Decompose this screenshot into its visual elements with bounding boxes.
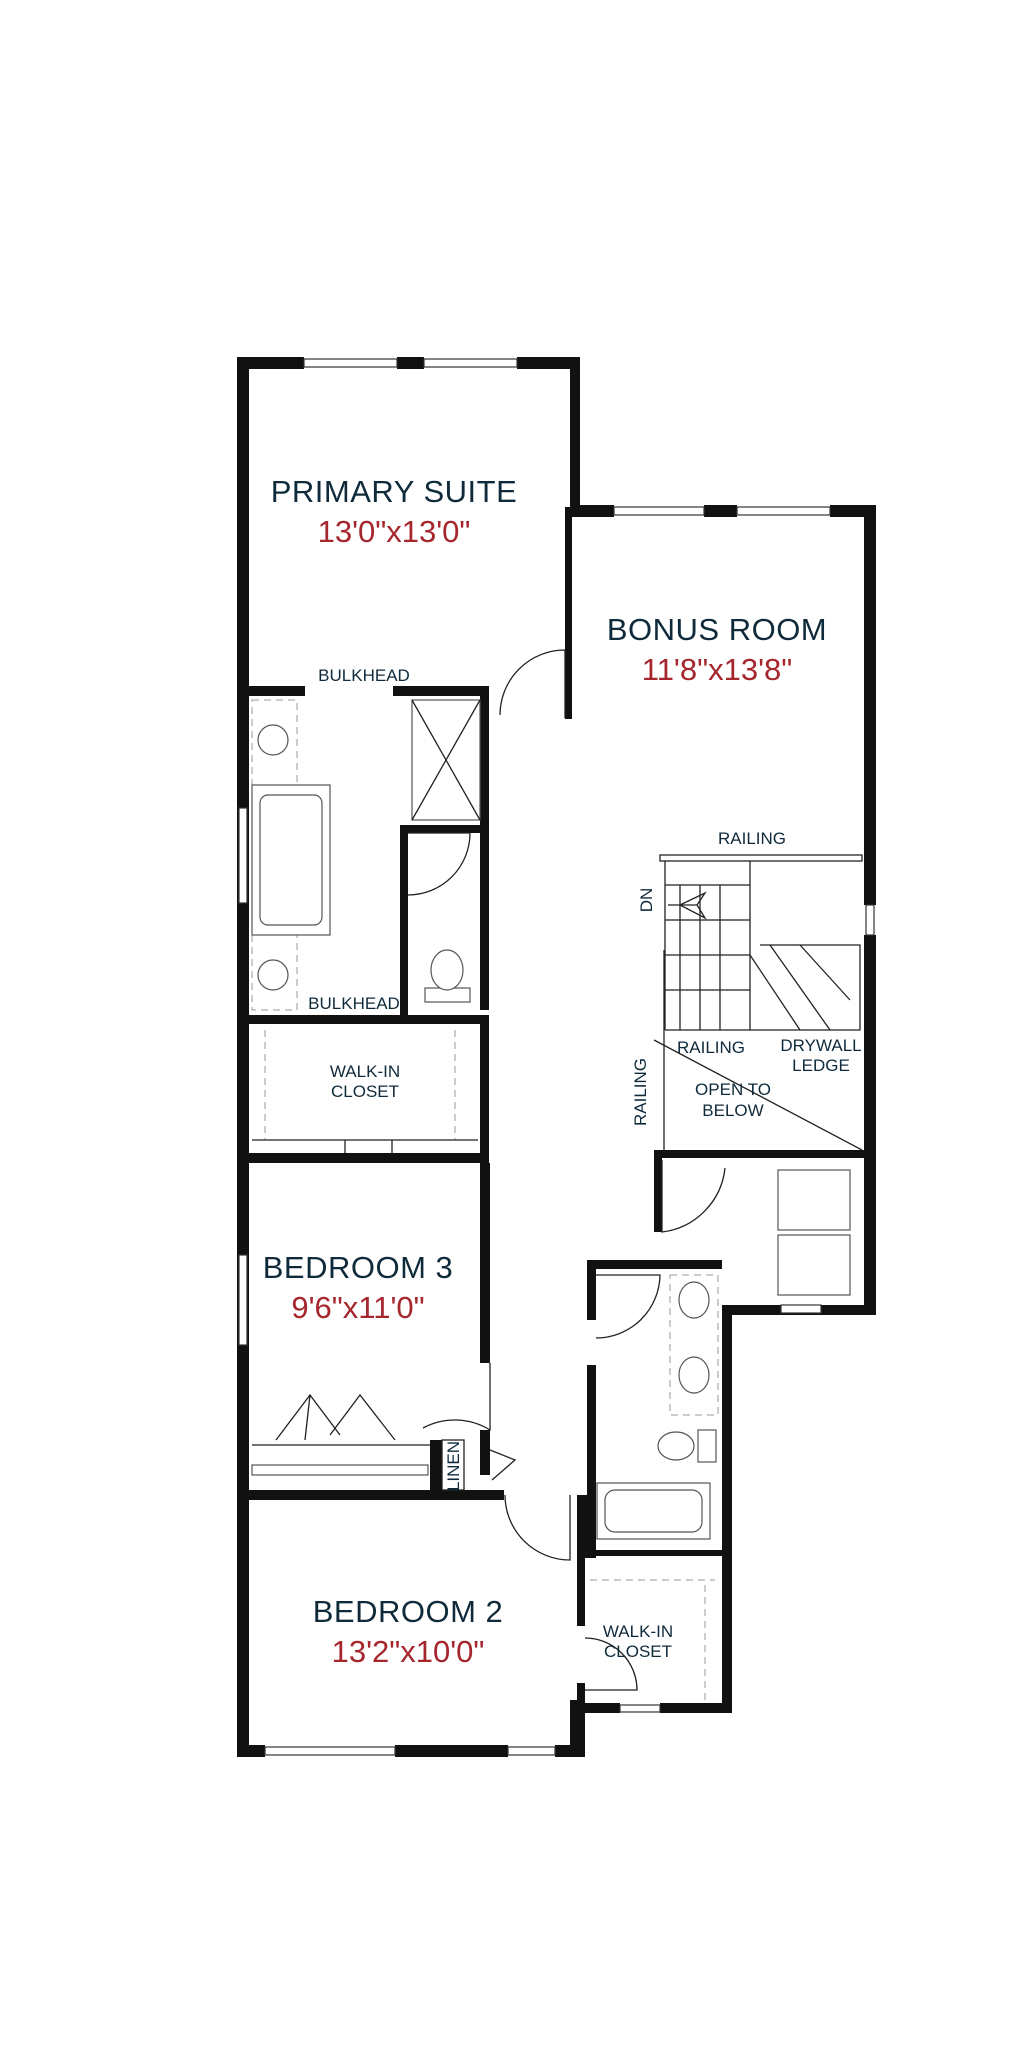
- stairs: [653, 854, 863, 1151]
- bulkhead-bottom-label: BULKHEAD: [308, 994, 400, 1013]
- railing-side-label: RAILING: [631, 1058, 650, 1126]
- doors: [275, 649, 726, 1691]
- drywall-ledge-label-2: LEDGE: [792, 1056, 850, 1075]
- bonus-room-dim: 11'8"x13'8": [642, 652, 793, 687]
- bonus-room-name: BONUS ROOM: [607, 612, 827, 647]
- bedroom-3-name: BEDROOM 3: [263, 1250, 454, 1285]
- annotations: BULKHEAD BULKHEAD WALK-IN CLOSET WALK-IN…: [308, 666, 861, 1661]
- railing-mid-label: RAILING: [677, 1038, 745, 1057]
- bedroom-2-dim: 13'2"x10'0": [332, 1634, 485, 1669]
- bedroom-3-dim: 9'6"x11'0": [291, 1290, 424, 1325]
- walls: [237, 357, 876, 1757]
- open-to-below-label-2: BELOW: [702, 1101, 763, 1120]
- stair-down-label: DN: [637, 888, 656, 913]
- open-to-below-label: OPEN TO: [695, 1080, 771, 1099]
- walk-in-closet-2-label: WALK-IN: [603, 1622, 673, 1641]
- bedroom-2-name: BEDROOM 2: [313, 1594, 504, 1629]
- primary-suite-name: PRIMARY SUITE: [271, 474, 518, 509]
- windows: [238, 358, 875, 1756]
- fixtures: [251, 699, 863, 1700]
- walk-in-closet-2-label-2: CLOSET: [604, 1642, 672, 1661]
- bulkhead-top-label: BULKHEAD: [318, 666, 410, 685]
- walk-in-closet-1-label: WALK-IN: [330, 1062, 400, 1081]
- room-labels: PRIMARY SUITE 13'0"x13'0" BONUS ROOM 11'…: [263, 474, 827, 1669]
- primary-suite-dim: 13'0"x13'0": [318, 514, 471, 549]
- walk-in-closet-1-label-2: CLOSET: [331, 1082, 399, 1101]
- linen-label: LINEN: [444, 1441, 463, 1491]
- railing-top-label: RAILING: [718, 829, 786, 848]
- drywall-ledge-label: DRYWALL: [780, 1036, 861, 1055]
